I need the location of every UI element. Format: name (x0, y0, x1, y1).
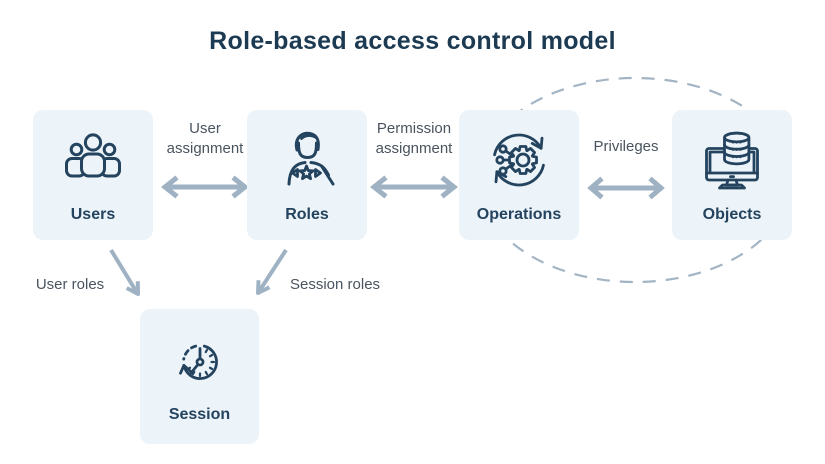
user-roles-arrow (109, 248, 140, 296)
user-roles-label: User roles (35, 276, 105, 293)
node-roles-label: Roles (285, 206, 329, 223)
gear-process-icon (493, 133, 545, 187)
privileges-double-arrow (587, 176, 665, 200)
node-roles: Roles (247, 110, 367, 240)
session-roles-label: Session roles (290, 276, 381, 293)
privileges-label: Privileges (593, 138, 659, 155)
user-assignment-double-arrow (161, 175, 249, 199)
permission-assignment-double-arrow (370, 175, 458, 199)
node-operations: Operations (459, 110, 579, 240)
node-operations-label: Operations (476, 206, 562, 223)
node-session-label: Session (168, 406, 231, 423)
node-objects-label: Objects (702, 206, 762, 223)
diagram-title: Role-based access control model (209, 27, 616, 55)
users-group-icon (65, 133, 121, 178)
node-objects: Objects (672, 110, 792, 240)
person-star-badge-icon (287, 131, 335, 186)
node-session: Session (140, 309, 259, 444)
database-monitor-icon (705, 131, 759, 190)
session-roles-arrow (256, 248, 288, 295)
node-users-label: Users (70, 206, 116, 223)
user-assignment-label: User assignment (166, 120, 244, 157)
clock-history-icon (178, 344, 218, 380)
permission-assignment-label: Permission assignment (375, 120, 453, 157)
node-users: Users (33, 110, 153, 240)
